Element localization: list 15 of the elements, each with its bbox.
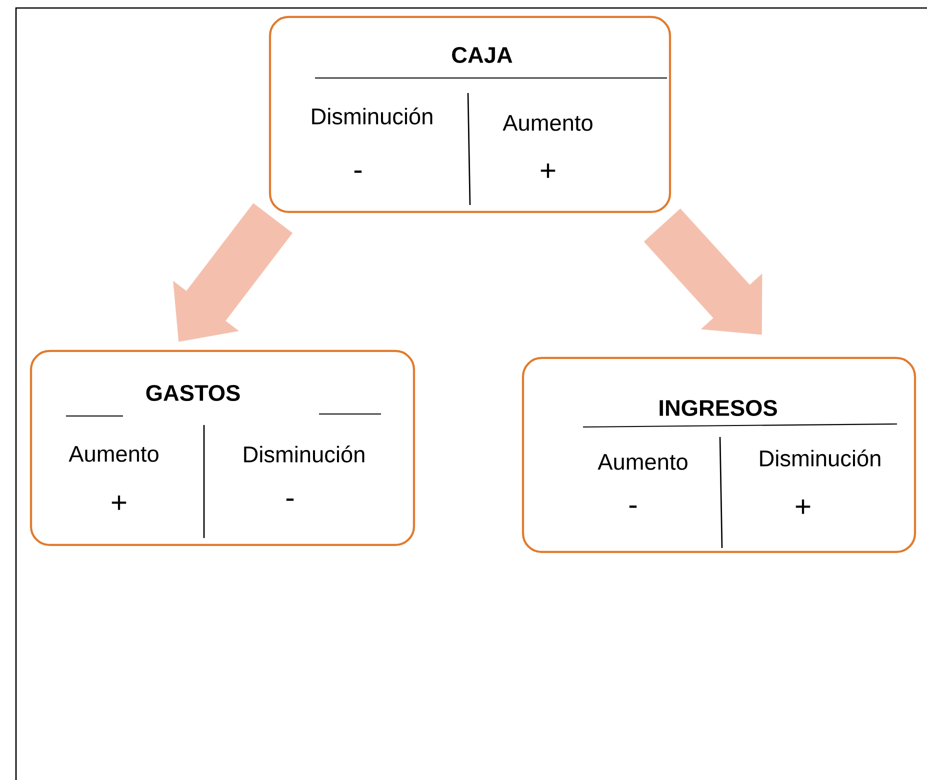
column-header: Disminución <box>244 446 364 462</box>
account-title: GASTOS <box>146 384 240 402</box>
column-header: Disminución <box>760 450 880 466</box>
sign-symbol: - <box>629 506 637 508</box>
account-title: INGRESOS <box>660 400 777 416</box>
sign-symbol: - <box>286 498 294 501</box>
sign-symbol: + <box>112 496 126 510</box>
column-header: Aumento <box>68 446 158 462</box>
sign-symbol: + <box>540 164 556 178</box>
sign-symbol: - <box>354 170 362 173</box>
column-header: Disminución <box>312 108 432 124</box>
column-header: Aumento <box>502 115 592 131</box>
account-title: CAJA <box>452 46 512 64</box>
sign-symbol: + <box>796 500 810 514</box>
column-header: Aumento <box>598 454 688 470</box>
